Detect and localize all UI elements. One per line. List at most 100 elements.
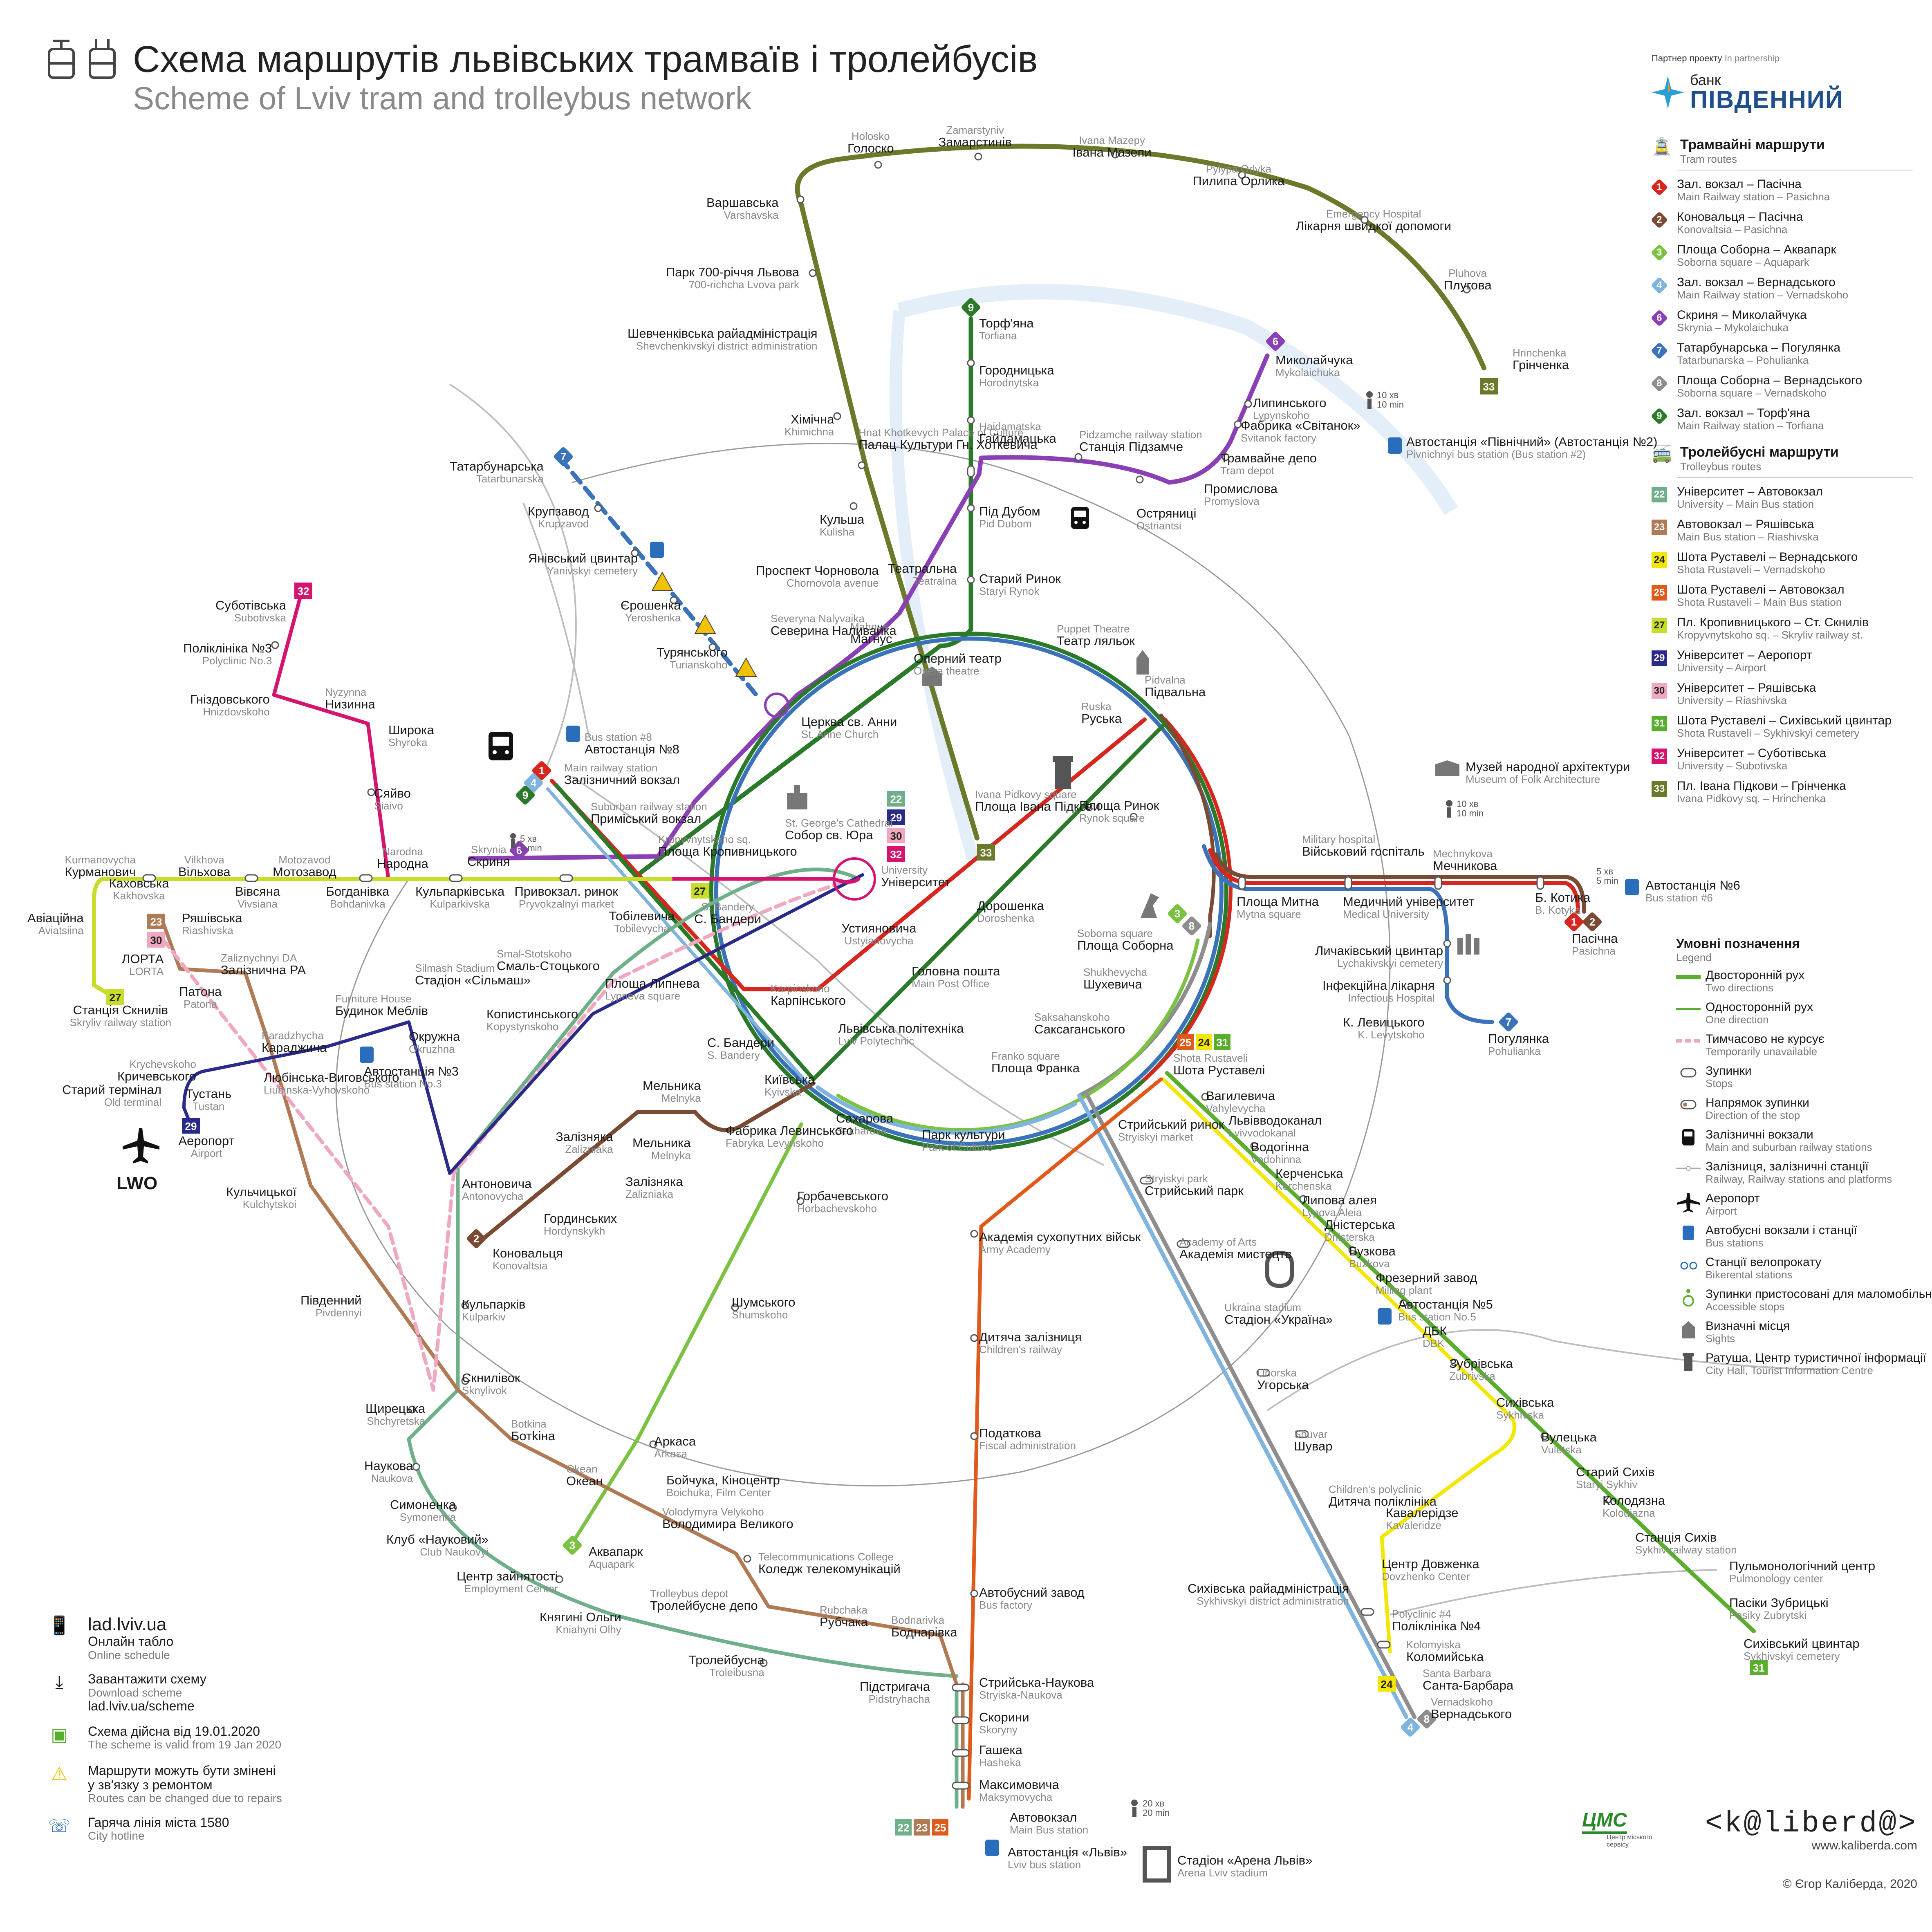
station-label[interactable]: Фабрика «Світанок»Svitanok factory [1241, 419, 1360, 444]
station-label[interactable]: Стадіон «Арена Львів»Arena Lviv stadium [1177, 1854, 1312, 1878]
author-brand[interactable]: <k@liberd@> [1705, 1807, 1917, 1840]
station-label[interactable]: Клуб «Науковий»Club Naukovyi [386, 1533, 489, 1558]
